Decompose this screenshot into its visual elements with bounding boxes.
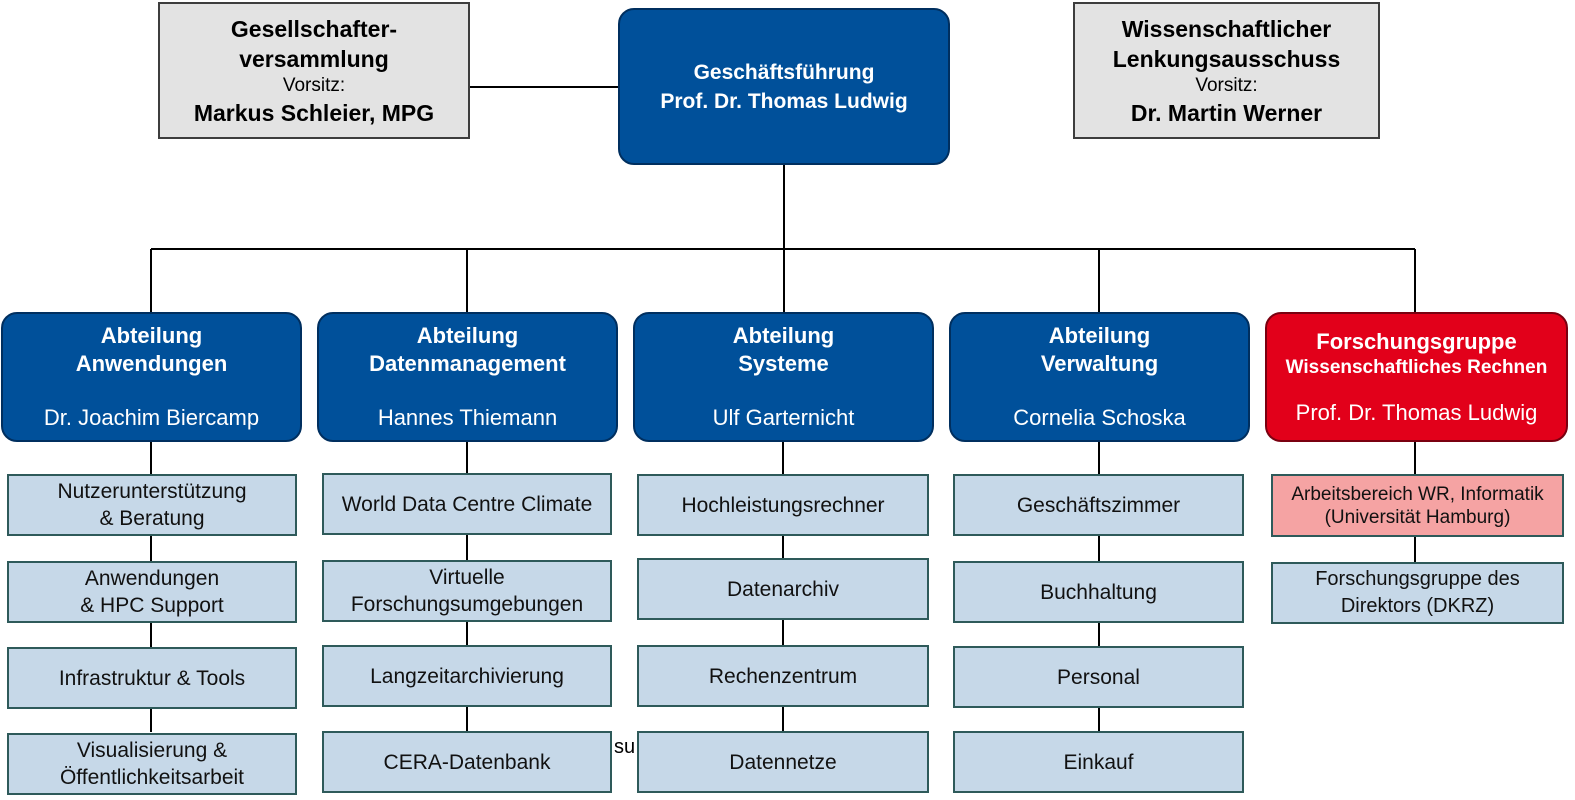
unit-box: Datenarchiv (637, 558, 929, 620)
unit-label: Infrastruktur & Tools (58, 666, 246, 690)
department-head: Ulf Garternicht (712, 405, 855, 430)
unit-label: CERA-Datenbank (383, 750, 551, 774)
unit-label: Datennetze (729, 750, 837, 774)
unit-box: Infrastruktur & Tools (7, 647, 297, 709)
unit-box: Datennetze (637, 731, 929, 793)
department-applications: Abteilung Anwendungen Dr. Joachim Bierca… (1, 312, 302, 442)
unit-label: & HPC Support (80, 594, 224, 617)
department-title: Anwendungen (75, 351, 228, 376)
unit-box: Forschungsgruppe des Direktors (DKRZ) (1271, 562, 1564, 624)
steering-title-2: Lenkungsausschuss (1112, 45, 1341, 72)
unit-label: Langzeitarchivierung (370, 664, 564, 688)
unit-label: Forschungsgruppe des (1315, 568, 1520, 590)
department-title: Forschungsgruppe (1316, 328, 1517, 354)
shareholders-box: Gesellschafter- versammlung Vorsitz: Mar… (158, 2, 470, 139)
unit-label: Rechenzentrum (708, 664, 858, 688)
unit-label: Arbeitsbereich WR, Informatik (1291, 483, 1544, 505)
unit-label: Direktors (DKRZ) (1340, 595, 1495, 617)
unit-label: Virtuelle (429, 566, 505, 589)
unit-label: Datenarchiv (726, 577, 840, 601)
department-title: Abteilung (416, 323, 519, 348)
unit-label: Buchhaltung (1040, 580, 1157, 604)
unit-box: Anwendungen & HPC Support (7, 561, 297, 623)
unit-box-university: Arbeitsbereich WR, Informatik (Universit… (1271, 474, 1564, 537)
unit-box: Hochleistungsrechner (637, 474, 929, 536)
unit-box: Langzeitarchivierung (322, 645, 612, 707)
department-title: Verwaltung (1040, 351, 1159, 376)
unit-label: Visualisierung & (76, 739, 228, 762)
department-title: Abteilung (732, 323, 835, 348)
unit-label: World Data Centre Climate (341, 492, 593, 516)
unit-label: Einkauf (1063, 750, 1134, 774)
department-administration: Abteilung Verwaltung Cornelia Schoska (949, 312, 1250, 442)
department-head: Prof. Dr. Thomas Ludwig (1295, 399, 1538, 425)
unit-box: CERA-Datenbank (322, 731, 612, 793)
steering-title-1: Wissenschaftlicher (1121, 15, 1332, 42)
unit-label: (Universität Hamburg) (1324, 506, 1511, 528)
department-title: Abteilung (100, 323, 203, 348)
management-name: Prof. Dr. Thomas Ludwig (660, 89, 908, 113)
department-data-management: Abteilung Datenmanagement Hannes Thieman… (317, 312, 618, 442)
department-head: Cornelia Schoska (1013, 405, 1186, 430)
unit-label: Hochleistungsrechner (681, 493, 885, 517)
unit-label: Anwendungen (84, 567, 220, 590)
unit-label: Personal (1057, 665, 1140, 689)
unit-box: Geschäftszimmer (953, 474, 1244, 536)
department-title: Systeme (738, 351, 829, 376)
management-box: Geschäftsführung Prof. Dr. Thomas Ludwig (618, 8, 950, 165)
shareholders-title-2: versammlung (239, 45, 389, 72)
unit-box: Virtuelle Forschungsumgebungen (322, 560, 612, 622)
shareholders-title-1: Gesellschafter- (230, 15, 398, 42)
unit-box: World Data Centre Climate (322, 473, 612, 535)
unit-label: & Beratung (99, 507, 205, 530)
department-title: Wissenschaftliches Rechnen (1285, 356, 1548, 378)
department-title: Datenmanagement (369, 351, 566, 376)
unit-label: Geschäftszimmer (1016, 493, 1181, 517)
unit-box: Einkauf (953, 731, 1244, 793)
unit-label: Öffentlichkeitsarbeit (59, 766, 245, 789)
management-title: Geschäftsführung (693, 60, 875, 84)
unit-label: Forschungsumgebungen (350, 593, 584, 616)
steering-chair-label: Vorsitz: (1195, 74, 1258, 96)
department-title: Abteilung (1048, 323, 1151, 348)
department-head: Dr. Joachim Biercamp (43, 405, 260, 430)
unit-box: Rechenzentrum (637, 645, 929, 707)
shareholders-chair-name: Markus Schleier, MPG (193, 99, 435, 126)
shareholders-chair-label: Vorsitz: (282, 74, 346, 96)
department-systems: Abteilung Systeme Ulf Garternicht (633, 312, 934, 442)
steering-box: Wissenschaftlicher Lenkungsausschuss Vor… (1073, 2, 1380, 139)
unit-box: Personal (953, 646, 1244, 708)
steering-chair-name: Dr. Martin Werner (1130, 99, 1323, 126)
stray-text: su (614, 736, 636, 758)
unit-box: Buchhaltung (953, 561, 1244, 623)
unit-label: Nutzerunterstützung (57, 480, 247, 503)
research-group-scientific-computing: Forschungsgruppe Wissenschaftliches Rech… (1265, 312, 1568, 442)
department-head: Hannes Thiemann (377, 405, 558, 430)
unit-box: Visualisierung & Öffentlichkeitsarbeit (7, 733, 297, 795)
unit-box: Nutzerunterstützung & Beratung (7, 474, 297, 536)
